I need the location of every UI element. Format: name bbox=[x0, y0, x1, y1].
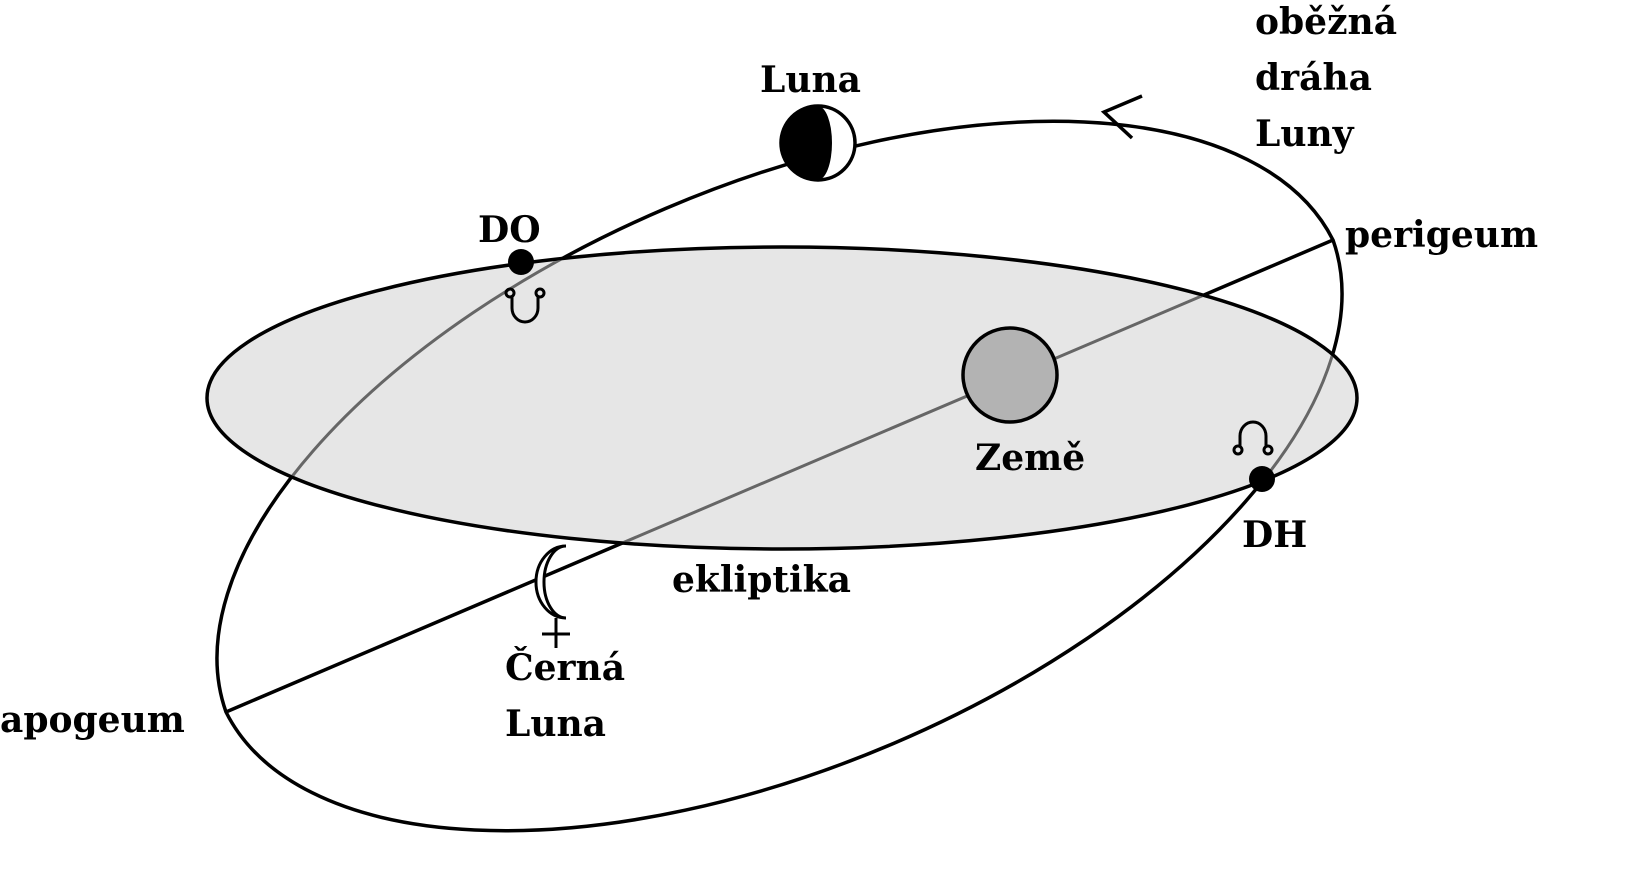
black-moon-label-line2: Luna bbox=[505, 703, 606, 745]
moon-phase-icon bbox=[779, 104, 857, 182]
ecliptic-label: ekliptika bbox=[672, 559, 851, 601]
earth bbox=[961, 326, 1059, 424]
hidden-parts bbox=[215, 249, 1344, 547]
moon-label: Luna bbox=[760, 59, 861, 101]
orbit-label-line3: Luny bbox=[1255, 113, 1355, 155]
orbit-direction-arrow-icon bbox=[1100, 94, 1143, 140]
apogee-label: apogeum bbox=[0, 699, 185, 741]
black-moon-lilith-icon bbox=[534, 544, 570, 648]
orbit-label-line2: dráha bbox=[1255, 57, 1372, 99]
ascending-node-point bbox=[1249, 466, 1275, 492]
ascending-node-symbol-icon bbox=[1232, 420, 1274, 456]
black-moon-label-line1: Černá bbox=[505, 647, 625, 689]
orbit-label-line1: oběžná bbox=[1255, 1, 1397, 43]
descending-node-symbol-icon bbox=[504, 287, 546, 324]
earth-label: Země bbox=[975, 437, 1085, 479]
descending-node-label: DO bbox=[478, 209, 541, 251]
apsides-line-hidden bbox=[225, 249, 1334, 547]
perigee-label: perigeum bbox=[1345, 214, 1538, 256]
descending-node-point bbox=[508, 249, 534, 275]
moon-orbit-hidden bbox=[215, 249, 1344, 547]
ecliptic-plane bbox=[205, 245, 1359, 551]
ascending-node-label: DH bbox=[1242, 514, 1307, 556]
